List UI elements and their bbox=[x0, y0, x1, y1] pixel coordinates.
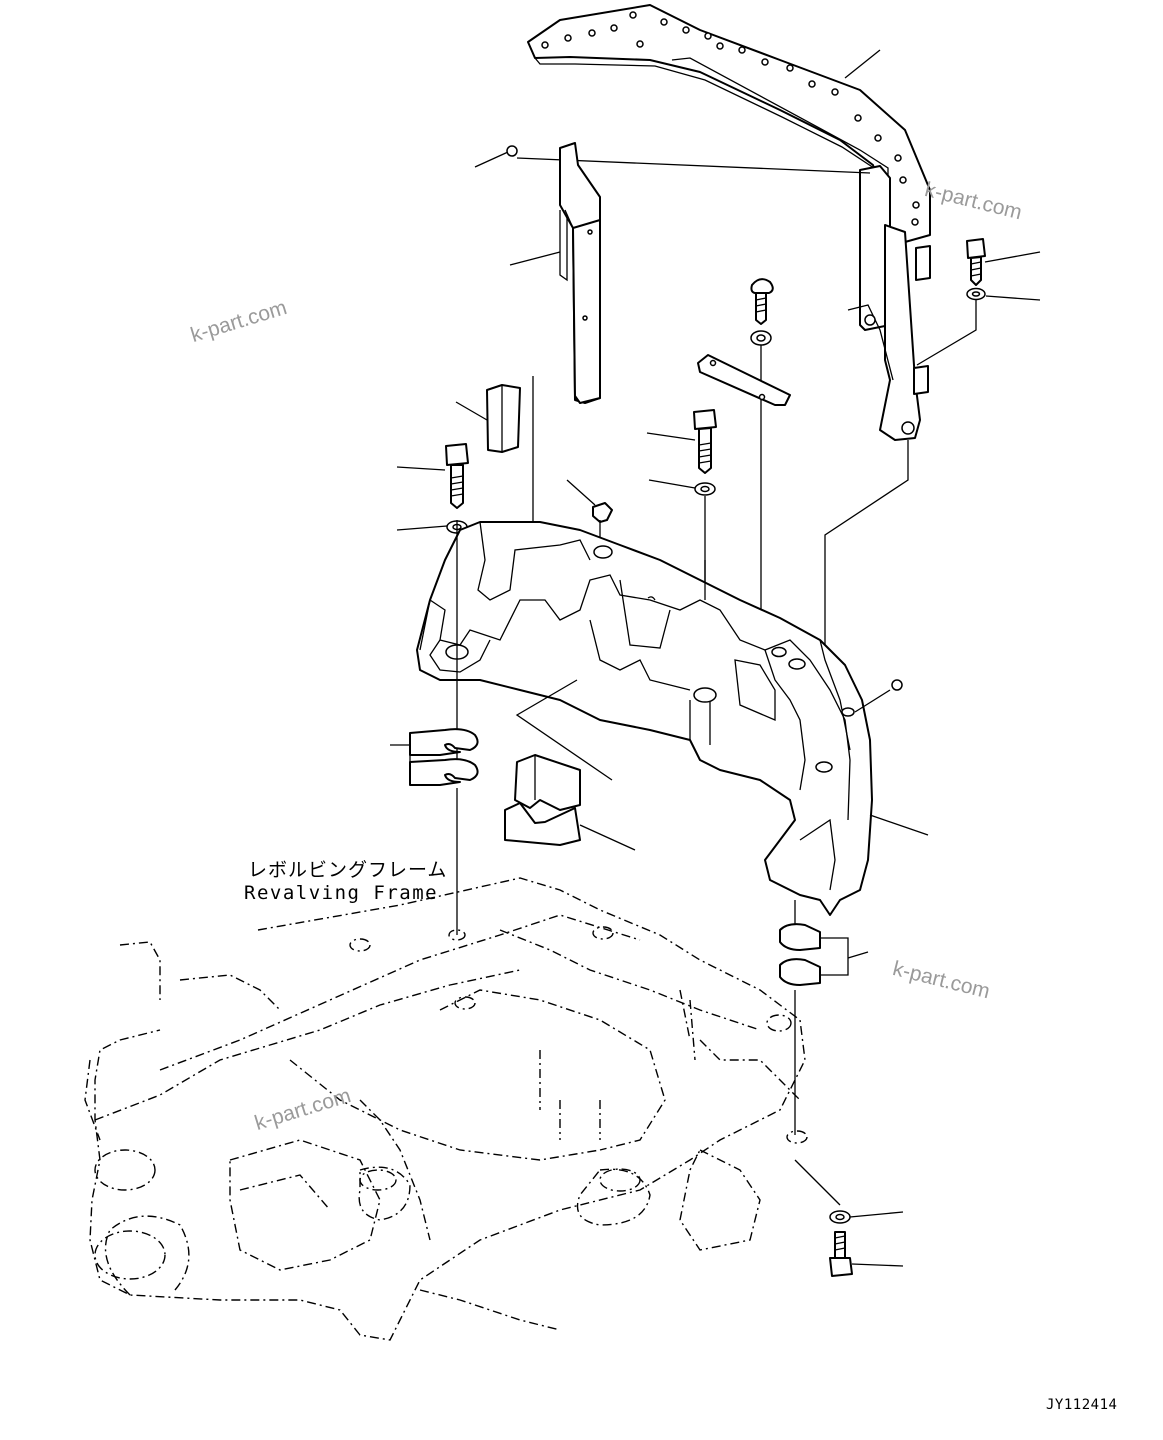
revolving-frame bbox=[84, 877, 808, 1341]
small-pin-top bbox=[474, 145, 871, 174]
vertical-plate-part bbox=[509, 142, 601, 404]
counterweight-main-body bbox=[416, 521, 929, 916]
screw-top bbox=[750, 278, 774, 325]
bolt-left bbox=[396, 443, 469, 509]
top-bracket-part bbox=[527, 4, 931, 441]
washer-top bbox=[750, 330, 772, 620]
shim-right-pair bbox=[779, 900, 869, 1135]
washer-bottom bbox=[794, 1159, 904, 1224]
frame-label-en: Revalving Frame bbox=[244, 882, 439, 904]
rubber-pad-part bbox=[455, 376, 534, 595]
frame-label-jp: レボルビングフレーム bbox=[248, 859, 448, 881]
rubber-block-part bbox=[504, 754, 636, 851]
bracket-holes bbox=[541, 11, 920, 226]
bolt-right bbox=[966, 238, 1041, 286]
shim-left-pair bbox=[390, 728, 479, 935]
bolt-center bbox=[646, 409, 717, 474]
bolt-bottom bbox=[829, 1231, 904, 1277]
drawing-code: JY112414 bbox=[1046, 1397, 1118, 1413]
cover-bar-part bbox=[697, 354, 791, 406]
washer-right bbox=[916, 287, 1041, 366]
small-pin-right bbox=[854, 679, 903, 713]
